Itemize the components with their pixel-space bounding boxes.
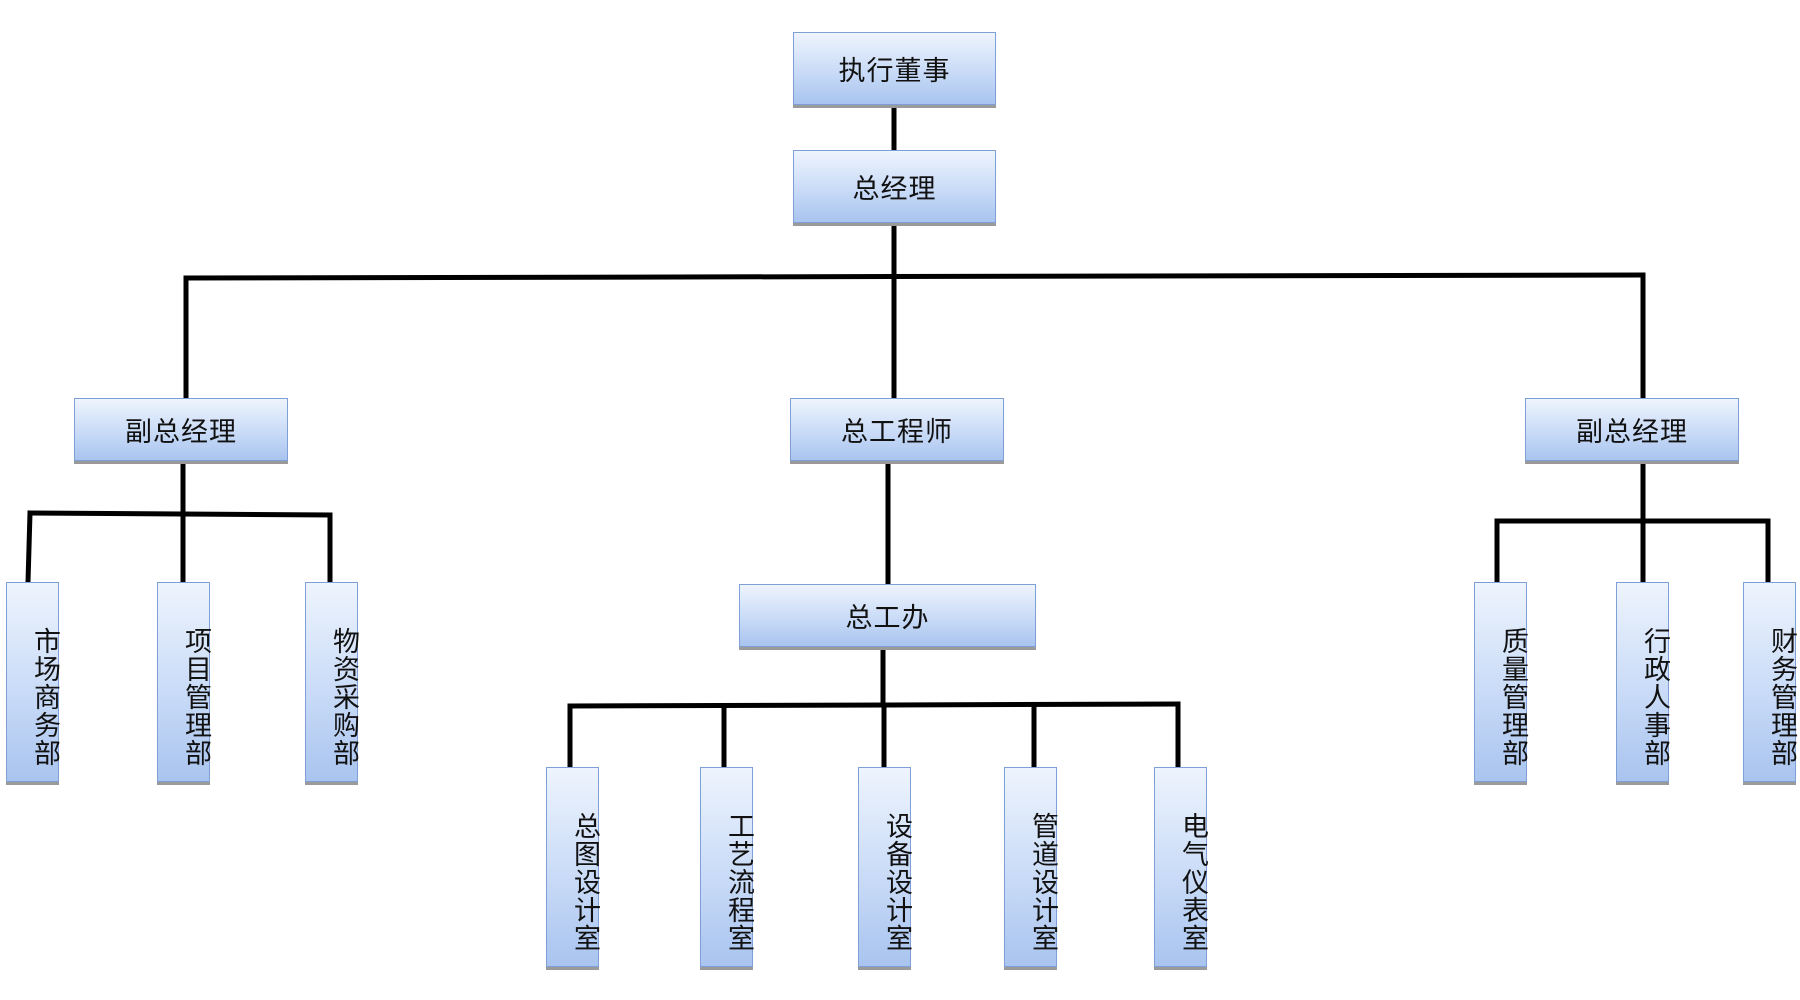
dept-quality-management: 质量管理部 xyxy=(1474,582,1528,782)
dept-piping-design: 管道设计室 xyxy=(1004,767,1058,967)
vice-gm-right-box: 副总经理 xyxy=(1525,398,1739,461)
dept-market-commerce: 市场商务部 xyxy=(6,582,60,782)
dept-electrical-instrument: 电气仪表室 xyxy=(1154,767,1208,967)
ceo-box: 执行董事 xyxy=(793,32,996,105)
chief-engineer-box: 总工程师 xyxy=(790,398,1004,461)
vice-gm-left-box: 副总经理 xyxy=(74,398,288,461)
dept-process-flow: 工艺流程室 xyxy=(700,767,754,967)
dept-material-procurement: 物资采购部 xyxy=(305,582,359,782)
chief-engineer-office-box: 总工办 xyxy=(739,584,1036,647)
dept-finance-management: 财务管理部 xyxy=(1743,582,1797,782)
dept-general-layout-design: 总图设计室 xyxy=(546,767,600,967)
dept-equipment-design: 设备设计室 xyxy=(858,767,912,967)
general-manager-box: 总经理 xyxy=(793,150,996,223)
dept-admin-hr: 行政人事部 xyxy=(1616,582,1670,782)
dept-project-management: 项目管理部 xyxy=(157,582,211,782)
